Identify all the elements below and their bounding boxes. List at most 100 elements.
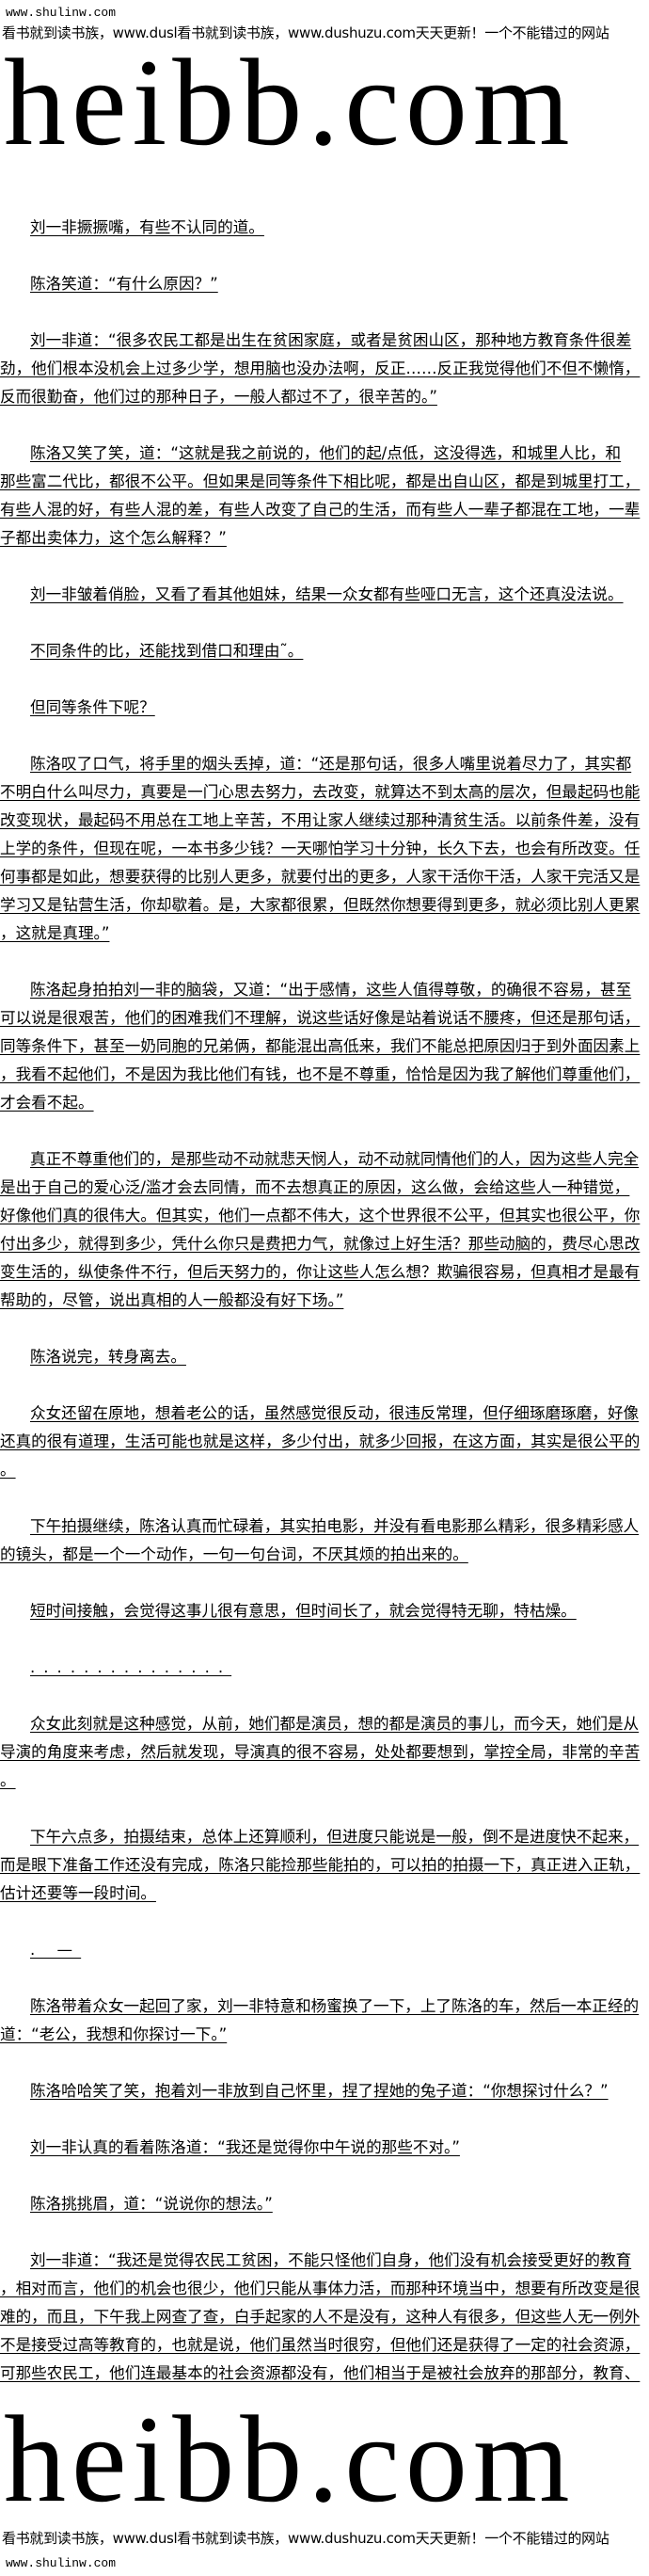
paragraph: 刘一非皱着俏脸，又看了看其他姐妹，结果一众女都有些哑口无言，这个还真没法说。 <box>0 581 649 609</box>
paragraph: 刘一非道：“很多农民工都是出生在贫困家庭，或者是贫困山区，那种地方教育条件很差劲… <box>0 327 649 411</box>
text-line: 的镜头，都是一个一个动作，一句一句台词，不厌其烦的拍出来的。 <box>0 1541 649 1569</box>
text-line-content: 改变现状，最起码不用总在工地上辛苦，不用让家人继续过那种清贫生活。以前条件差，没… <box>0 811 641 829</box>
paragraph: 陈洛叹了口气，将手里的烟头丢掉，道：“还是那句话，很多人嘴里说着尽力了，其实都不… <box>0 750 649 948</box>
text-line-content: 刘一非道：“很多农民工都是出生在贫困家庭，或者是贫困山区，那种地方教育条件很差 <box>30 331 632 349</box>
text-line-content: 同等条件下，甚至一奶同胞的兄弟俩，都能混出高低来，我们不能总把原因归于到外面因素… <box>0 1037 641 1055</box>
text-line: ，我看不起他们，不是因为我比他们有钱，也不是不尊重，恰恰是因为我了解他们尊重他们… <box>0 1061 649 1089</box>
text-line: 陈洛带着众女一起回了家，刘一非特意和杨蜜换了一下，上了陈洛的车，然后一本正经的 <box>0 1992 649 2021</box>
text-line-content: ，相对而言，他们的机会也很少，他们只能从事体力活，而那种环境当中，想要有所改变是… <box>0 2280 641 2297</box>
text-line: 难的，而且，下午我上网查了查，白手起家的人不是没有，这种人有很多，但这些人无一例… <box>0 2303 649 2331</box>
text-line-content: 学习又是钻营生活，你却歇着。是，大家都很累，但既然你想要得到更多，就必须比别人更… <box>0 896 641 914</box>
text-line-content: 导演的角度来考虑，然后就发现，导演真的很不容易，处处都要想到，掌控全局，非常的辛… <box>0 1743 641 1761</box>
text-line-content: 陈洛叹了口气，将手里的烟头丢掉，道：“还是那句话，很多人嘴里说着尽力了，其实都 <box>30 755 632 773</box>
text-line: 同等条件下，甚至一奶同胞的兄弟俩，都能混出高低来，我们不能总把原因归于到外面因素… <box>0 1032 649 1061</box>
text-line-content: 刘一非撅撅嘴，有些不认同的道。 <box>30 218 264 236</box>
text-line: 陈洛挑挑眉，道：“说说你的想法。” <box>0 2190 649 2218</box>
text-line-content: 众女此刻就是这种感觉，从前，她们都是演员，想的都是演员的事儿，而今天，她们是从 <box>30 1715 640 1733</box>
text-line-content: 可那些农民工，他们连最基本的社会资源都没有，他们相当于是被社会放弃的那部分，教育… <box>0 2364 641 2382</box>
text-line-content: 不明白什么叫尽力，真要是一门心思去努力，去改变，就算达不到太高的层次，但最起码也… <box>0 783 641 801</box>
text-line: 好像他们真的很伟大。但其实，他们一点都不伟大，这个世界很不公平，但其实也很公平，… <box>0 1202 649 1230</box>
text-line: 刘一非皱着俏脸，又看了看其他姐妹，结果一众女都有些哑口无言，这个还真没法说。 <box>0 581 649 609</box>
text-line: ............... <box>0 1654 649 1682</box>
text-line: 不同条件的比，还能找到借口和理由˜。 <box>0 637 649 665</box>
text-line-content: 的镜头，都是一个一个动作，一句一句台词，不厌其烦的拍出来的。 <box>0 1545 468 1563</box>
text-line: 而是眼下准备工作还没有完成，陈洛只能捡那些能拍的，可以拍的拍摄一下，真正进入正轨… <box>0 1851 649 1880</box>
text-line-content: 好像他们真的很伟大。但其实，他们一点都不伟大，这个世界很不公平，但其实也很公平，… <box>0 1207 641 1224</box>
paragraph: . — <box>0 1936 649 1964</box>
text-line: 反而很勤奋，他们过的那种日子，一般人都过不了，很辛苦的。” <box>0 383 649 411</box>
header-site-url: www.shulinw.com <box>6 6 117 20</box>
text-line-content: 劲，他们根本没机会上过多少学，想用脑也没办法啊，反正……反正我觉得他们不但不懒惰… <box>0 360 641 377</box>
text-line: 陈洛笑道：“有什么原因？” <box>0 270 649 298</box>
text-line: 是出于自己的爱心泛/滥才会去同情，而不去想真正的原因，这么做，会给这些人一种错觉… <box>0 1174 649 1202</box>
paragraph: 陈洛挑挑眉，道：“说说你的想法。” <box>0 2190 649 2218</box>
watermark-logo-bottom: heibb.com <box>4 2398 576 2520</box>
text-line: 众女还留在原地，想着老公的话，虽然感觉很反动，很违反常理，但仔细琢磨琢磨，好像 <box>0 1400 649 1428</box>
text-line-content: 不同条件的比，还能找到借口和理由˜。 <box>30 642 304 660</box>
text-line-content: ，这就是真理。” <box>0 924 110 942</box>
paragraph: 下午拍摄继续，陈洛认真而忙碌着，其实拍电影，并没有看电影那么精彩，很多精彩感人的… <box>0 1512 649 1569</box>
text-line: ，相对而言，他们的机会也很少，他们只能从事体力活，而那种环境当中，想要有所改变是… <box>0 2275 649 2303</box>
text-line: . — <box>0 1936 649 1964</box>
text-line: 导演的角度来考虑，然后就发现，导演真的很不容易，处处都要想到，掌控全局，非常的辛… <box>0 1738 649 1767</box>
text-line: 刘一非道：“我还是觉得农民工贫困，不能只怪他们自身，他们没有机会接受更好的教育 <box>0 2247 649 2275</box>
text-line: 变生活的，纵使条件不行，但后天努力的，你让这些人怎么想？欺骗很容易，但真相才是最… <box>0 1258 649 1287</box>
text-line: 上学的条件，但现在呢，一本书多少钱？一天哪怕学习十分钟，长久下去，也会有所改变。… <box>0 835 649 863</box>
text-line: 还真的很有道理，生活可能也就是这样，多少付出，就多少回报，在这方面，其实是很公平… <box>0 1428 649 1456</box>
text-line-content: 才会看不起。 <box>0 1094 94 1112</box>
text-line-content: 陈洛挑挑眉，道：“说说你的想法。” <box>30 2195 273 2213</box>
text-line: 子都出卖体力，这个怎么解释？” <box>0 524 649 552</box>
text-line-content: ............... <box>30 1658 232 1676</box>
paragraph: 陈洛笑道：“有什么原因？” <box>0 270 649 298</box>
text-line-content: 下午六点多，拍摄结束，总体上还算顺利，但进度只能说是一般，倒不是进度快不起来， <box>30 1828 640 1846</box>
text-line-content: 难的，而且，下午我上网查了查，白手起家的人不是没有，这种人有很多，但这些人无一例… <box>0 2308 641 2326</box>
footer-site-url: www.shulinw.com <box>6 2556 117 2570</box>
text-line: 下午六点多，拍摄结束，总体上还算顺利，但进度只能说是一般，倒不是进度快不起来， <box>0 1823 649 1851</box>
text-line-content: 子都出卖体力，这个怎么解释？” <box>0 529 227 547</box>
text-line: 何事都是如此，想要获得的比别人更多，就要付出的更多，人家干活你干活，人家干完活又… <box>0 863 649 891</box>
paragraph: 但同等条件下呢？ <box>0 694 649 722</box>
text-line: 陈洛起身拍拍刘一非的脑袋，又道：“出于感情，这些人值得尊敬，的确很不容易，甚至 <box>0 976 649 1004</box>
text-line: 刘一非撅撅嘴，有些不认同的道。 <box>0 214 649 242</box>
text-line-content: 不是接受过高等教育的，也就是说，他们虽然当时很穷，但他们还是获得了一定的社会资源… <box>0 2336 641 2354</box>
text-line-content: 帮助的，尽管，说出真相的人一般都没有好下场。” <box>0 1291 344 1309</box>
text-line: 陈洛哈哈笑了笑，抱着刘一非放到自己怀里，捏了捏她的兔子道：“你想探讨什么？” <box>0 2077 649 2105</box>
text-line-content: 。 <box>0 1771 16 1789</box>
text-line-content: 而是眼下准备工作还没有完成，陈洛只能捡那些能拍的，可以拍的拍摄一下，真正进入正轨… <box>0 1856 641 1874</box>
text-line: 才会看不起。 <box>0 1089 649 1117</box>
watermark-logo-top: heibb.com <box>4 41 576 164</box>
text-line-content: 有些人混的好，有些人混的差，有些人改变了自己的生活，而有些人一辈子都混在工地，一… <box>0 501 641 519</box>
text-line: 短时间接触，会觉得这事儿很有意思，但时间长了，就会觉得特无聊，特枯燥。 <box>0 1597 649 1625</box>
text-line: ，这就是真理。” <box>0 920 649 948</box>
paragraph: 下午六点多，拍摄结束，总体上还算顺利，但进度只能说是一般，倒不是进度快不起来， 而… <box>0 1823 649 1908</box>
text-line: 估计还要等一段时间。 <box>0 1880 649 1908</box>
text-line: 真正不尊重他们的，是那些动不动就悲天悯人，动不动就同情他们的人，因为这些人完全 <box>0 1145 649 1174</box>
logo-text: heibb.com <box>4 2398 576 2520</box>
text-line: 。 <box>0 1767 649 1795</box>
paragraph: 众女还留在原地，想着老公的话，虽然感觉很反动，很违反常理，但仔细琢磨琢磨，好像还… <box>0 1400 649 1484</box>
text-line: 不明白什么叫尽力，真要是一门心思去努力，去改变，就算达不到太高的层次，但最起码也… <box>0 778 649 807</box>
text-line: 刘一非认真的看着陈洛道：“我还是觉得你中午说的那些不对。” <box>0 2134 649 2162</box>
text-line-content: 陈洛哈哈笑了笑，抱着刘一非放到自己怀里，捏了捏她的兔子道：“你想探讨什么？” <box>30 2082 609 2100</box>
text-line-content: 道：“老公，我想和你探讨一下。” <box>0 2025 228 2043</box>
text-line: 陈洛叹了口气，将手里的烟头丢掉，道：“还是那句话，很多人嘴里说着尽力了，其实都 <box>0 750 649 778</box>
text-line: 但同等条件下呢？ <box>0 694 649 722</box>
text-line: 有些人混的好，有些人混的差，有些人改变了自己的生活，而有些人一辈子都混在工地，一… <box>0 496 649 524</box>
text-line-content: 陈洛又笑了笑，道：“这就是我之前说的，他们的起/点低，这没得选，和城里人比，和 <box>30 444 622 462</box>
text-line-content: 众女还留在原地，想着老公的话，虽然感觉很反动，很违反常理，但仔细琢磨琢磨，好像 <box>30 1404 640 1422</box>
paragraph: 陈洛带着众女一起回了家，刘一非特意和杨蜜换了一下，上了陈洛的车，然后一本正经的道… <box>0 1992 649 2049</box>
paragraph: 刘一非认真的看着陈洛道：“我还是觉得你中午说的那些不对。” <box>0 2134 649 2162</box>
text-line: 道：“老公，我想和你探讨一下。” <box>0 2021 649 2049</box>
text-line-content: ，我看不起他们，不是因为我比他们有钱，也不是不尊重，恰恰是因为我了解他们尊重他们… <box>0 1065 641 1083</box>
text-line-content: 上学的条件，但现在呢，一本书多少钱？一天哪怕学习十分钟，长久下去，也会有所改变。… <box>0 840 641 857</box>
text-line-content: 变生活的，纵使条件不行，但后天努力的，你让这些人怎么想？欺骗很容易，但真相才是最… <box>0 1263 641 1281</box>
text-line: 刘一非道：“很多农民工都是出生在贫困家庭，或者是贫困山区，那种地方教育条件很差 <box>0 327 649 355</box>
text-line: 陈洛又笑了笑，道：“这就是我之前说的，他们的起/点低，这没得选，和城里人比，和 <box>0 440 649 468</box>
paragraph: 众女此刻就是这种感觉，从前，她们都是演员，想的都是演员的事儿，而今天，她们是从导… <box>0 1710 649 1795</box>
paragraph: 陈洛哈哈笑了笑，抱着刘一非放到自己怀里，捏了捏她的兔子道：“你想探讨什么？” <box>0 2077 649 2105</box>
paragraph: 刘一非撅撅嘴，有些不认同的道。 <box>0 214 649 242</box>
text-line-content: 刘一非道：“我还是觉得农民工贫困，不能只怪他们自身，他们没有机会接受更好的教育 <box>30 2251 632 2269</box>
footer-slogan: 看书就到读书族，www.dusl看书就到读书族，www.dushuzu.com天… <box>2 2530 609 2547</box>
text-line-content: 陈洛笑道：“有什么原因？” <box>30 275 218 293</box>
header-slogan: 看书就到读书族，www.dusl看书就到读书族，www.dushuzu.com天… <box>2 24 609 41</box>
